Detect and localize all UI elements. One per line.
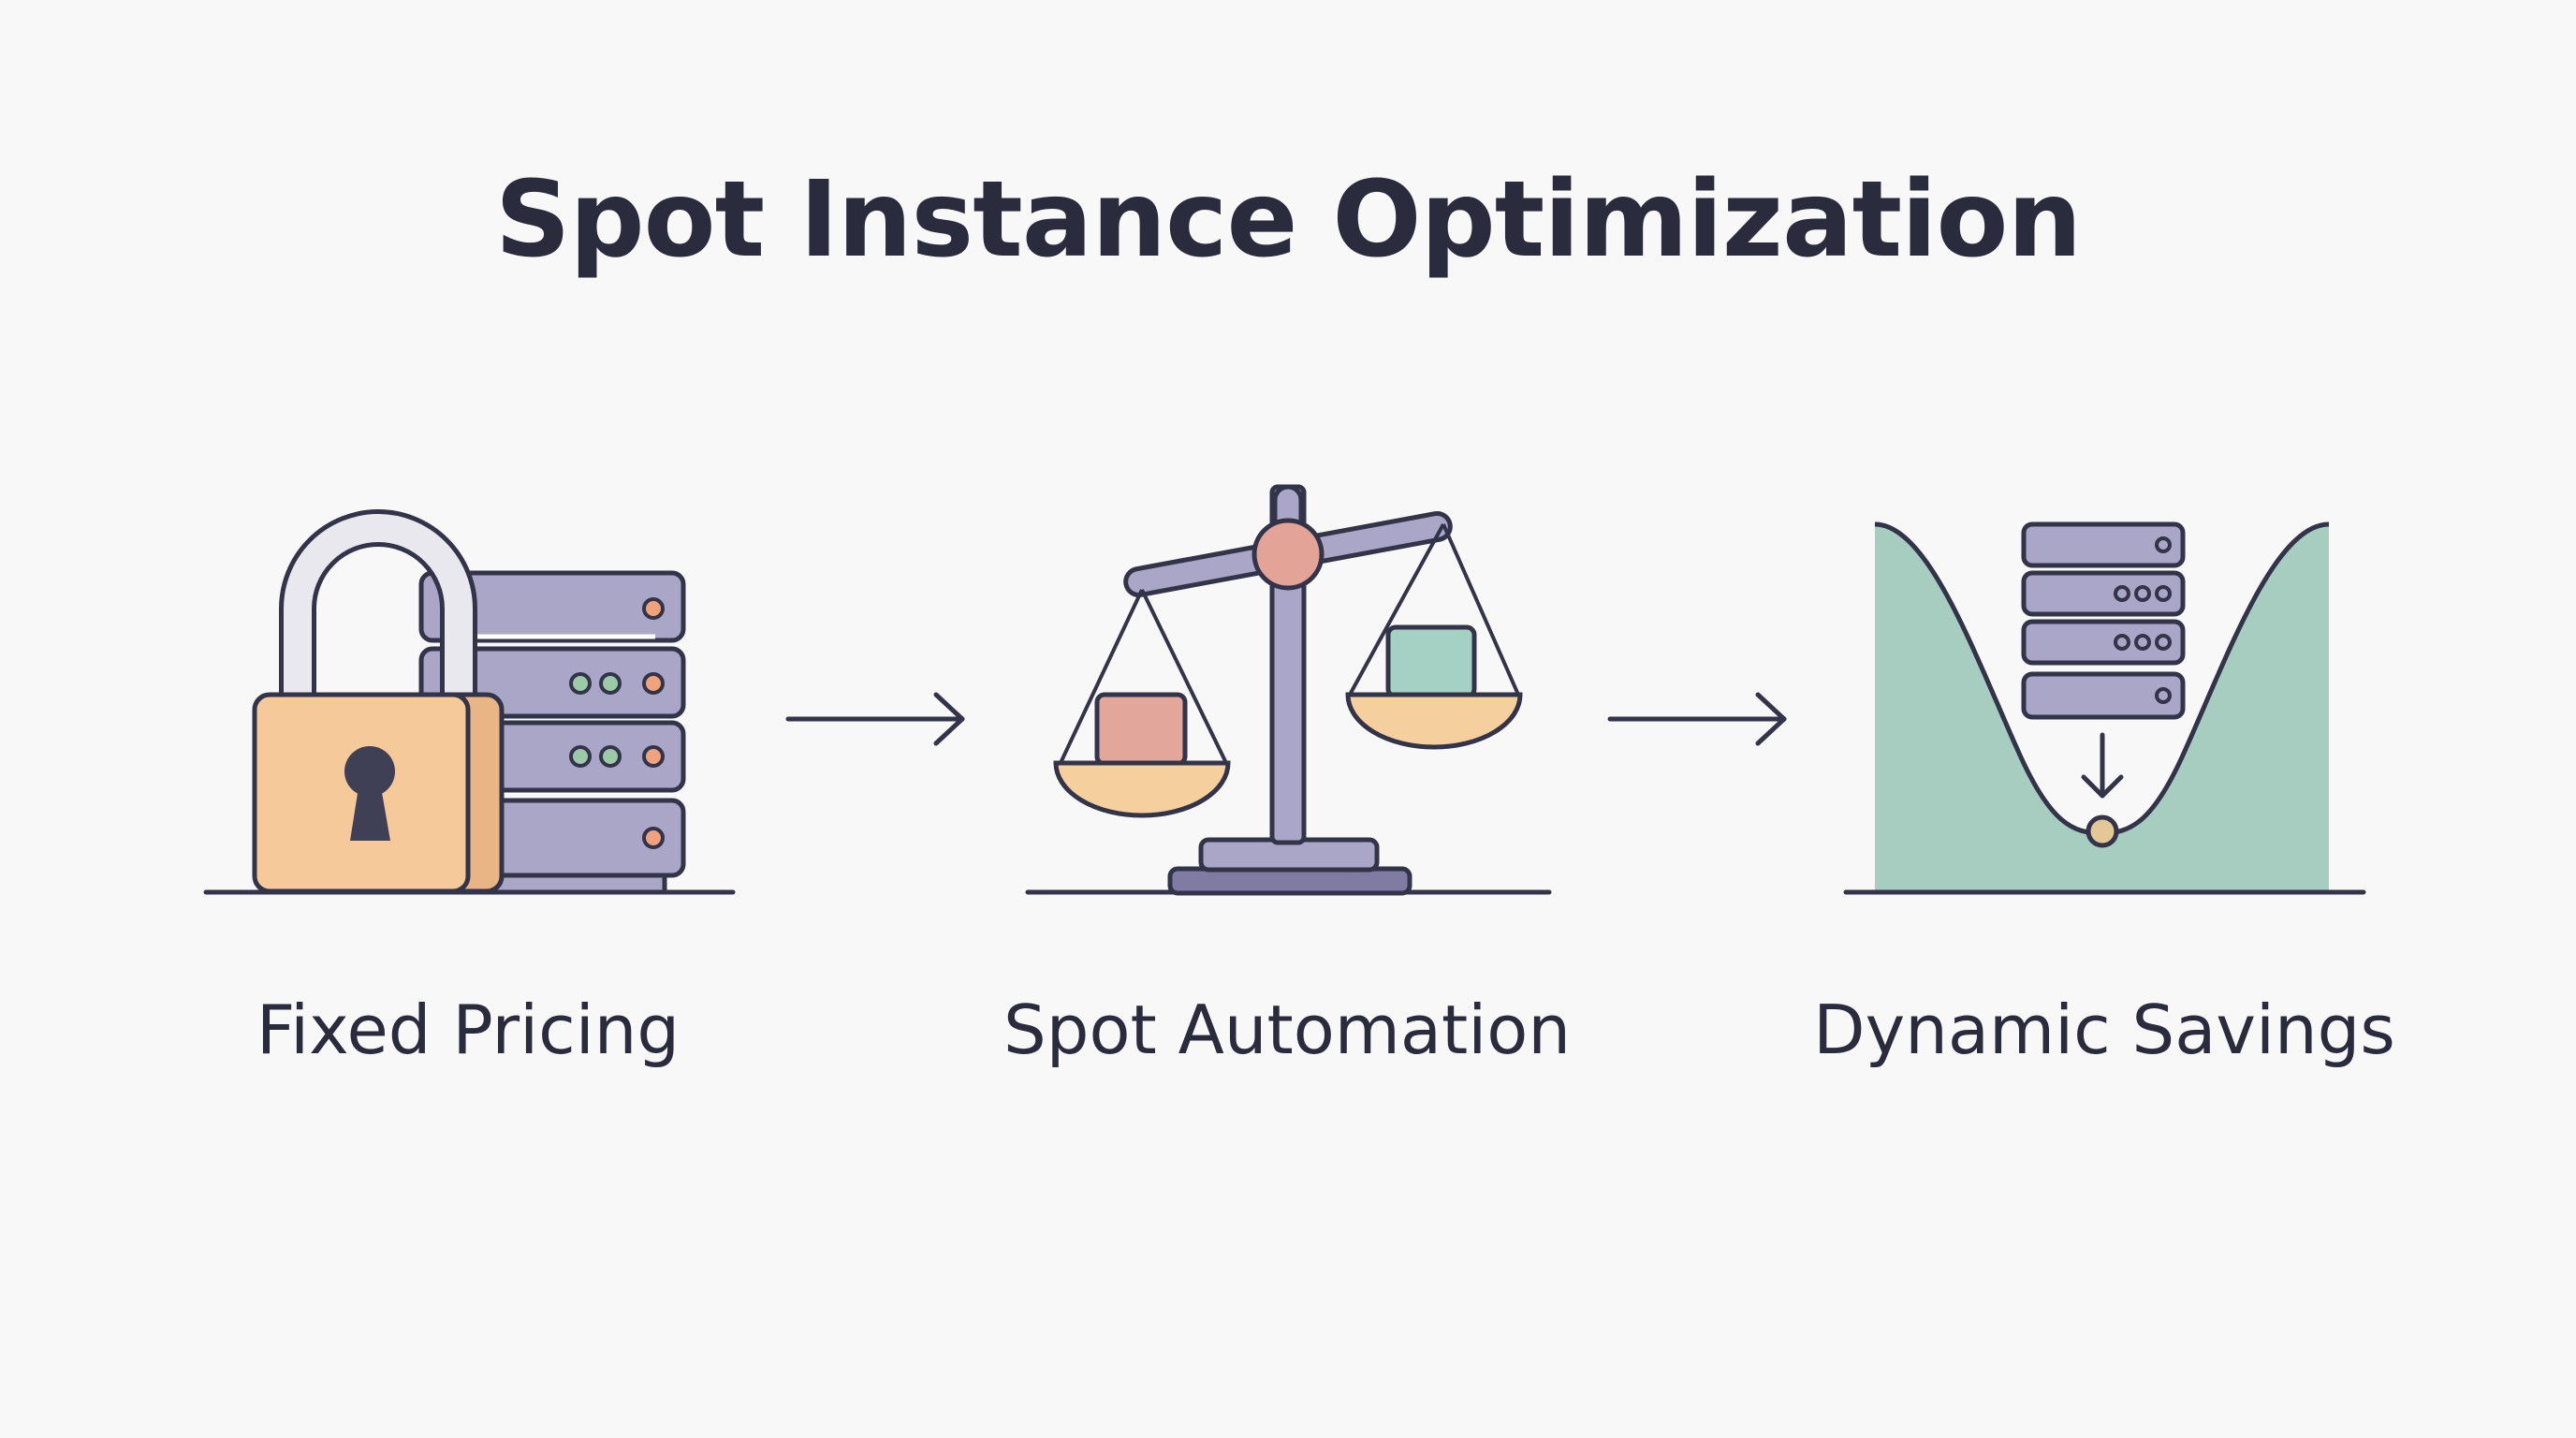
server-led-icons (2114, 536, 2172, 704)
padlock-server-icon (203, 509, 736, 895)
minimum-ball (2086, 814, 2119, 848)
savings-curve-server-icon (1843, 521, 2366, 895)
step-label-spot-automation: Spot Automation (1003, 990, 1571, 1069)
left-pan (1053, 760, 1231, 818)
step-label-fixed-pricing: Fixed Pricing (256, 990, 681, 1069)
down-arrow-icon (2081, 732, 2124, 799)
arrow-icon (1607, 692, 1787, 746)
savings-curve (1875, 524, 2329, 892)
balance-scale-icon (1025, 484, 1552, 896)
right-weight (1385, 624, 1477, 699)
server-stack-icon (2021, 521, 2186, 720)
left-weight (1094, 692, 1188, 767)
right-pan (1345, 692, 1523, 750)
keyhole-icon (344, 746, 395, 841)
server-led-icons (569, 597, 665, 849)
arrow-icon (785, 692, 965, 746)
diagram-title: Spot Instance Optimization (494, 159, 2082, 281)
scale-pivot (1251, 518, 1325, 591)
step-label-dynamic-savings: Dynamic Savings (1813, 990, 2395, 1069)
